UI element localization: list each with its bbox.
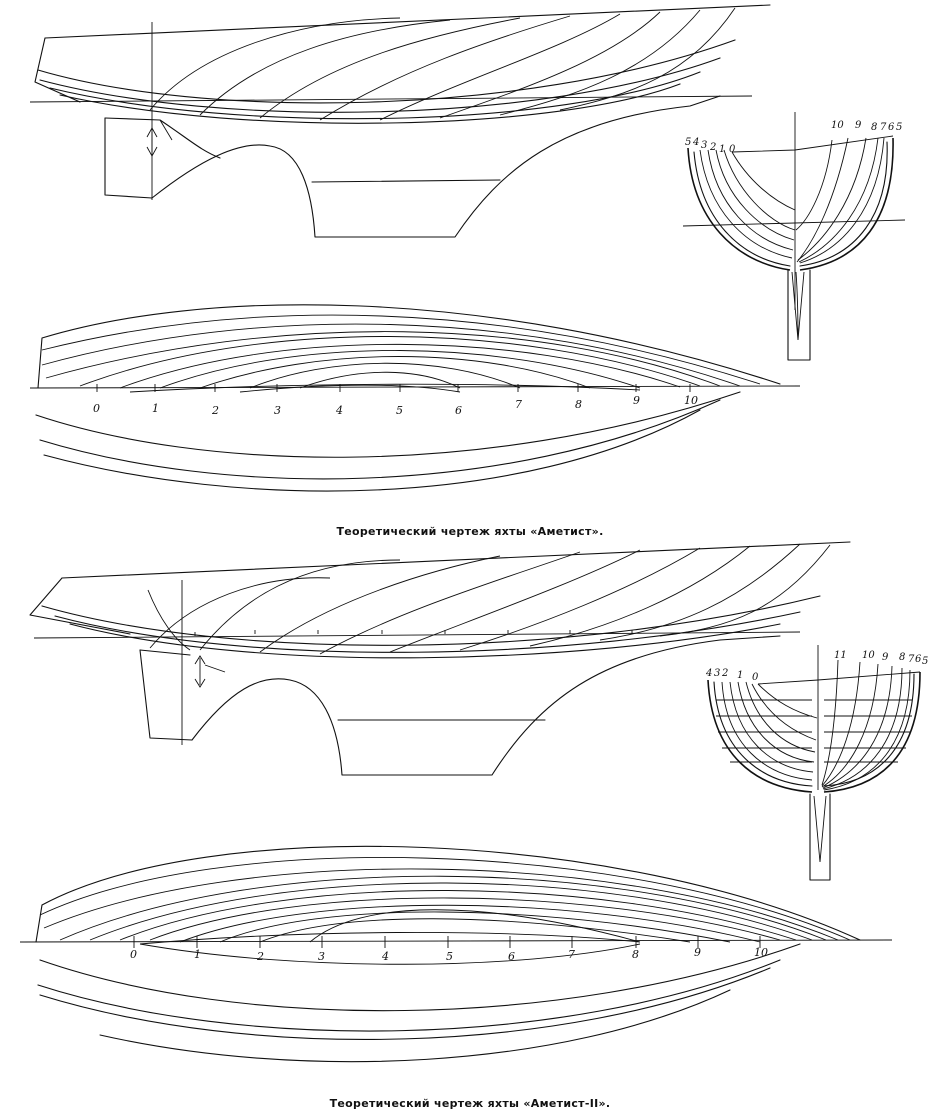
drawing-1: 0 1 2 3 4 5 6 7 8 9 10 5 4 3 2 1 0 10 9 … bbox=[29, 4, 906, 492]
body-label: 10 bbox=[831, 120, 844, 131]
station-label: 7 bbox=[568, 948, 575, 961]
body-label: 0 bbox=[729, 144, 736, 155]
body-label: 6 bbox=[888, 122, 895, 133]
station-label: 4 bbox=[381, 950, 389, 963]
drawing-2-caption: Теоретический чертеж яхты «Аметист-II». bbox=[329, 1097, 611, 1110]
body-label: 9 bbox=[882, 652, 889, 663]
body-label: 9 bbox=[855, 120, 862, 131]
body-label: 10 bbox=[862, 650, 875, 661]
body-label: 5 bbox=[922, 656, 928, 667]
station-label: 2 bbox=[211, 404, 219, 417]
profile-view-2 bbox=[29, 541, 851, 776]
body-label: 3 bbox=[714, 668, 720, 679]
station-label: 6 bbox=[508, 950, 515, 963]
station-label: 2 bbox=[256, 950, 264, 963]
station-label: 9 bbox=[694, 946, 701, 959]
body-label: 8 bbox=[871, 122, 877, 133]
station-label: 7 bbox=[515, 398, 522, 411]
station-label: 5 bbox=[446, 950, 453, 963]
body-label: 0 bbox=[752, 672, 759, 683]
body-label: 1 bbox=[737, 670, 743, 681]
station-labels-1: 0 1 2 3 4 5 6 7 8 9 10 5 4 3 2 1 0 10 9 … bbox=[93, 120, 902, 417]
station-labels-2: 0 1 2 3 4 5 6 7 8 9 10 4 3 2 1 0 11 10 9… bbox=[130, 650, 928, 963]
body-label: 7 bbox=[880, 122, 887, 133]
body-label: 2 bbox=[709, 142, 716, 153]
half-breadth-1 bbox=[29, 304, 801, 492]
station-label: 6 bbox=[455, 404, 462, 417]
body-plan-2 bbox=[707, 645, 921, 881]
body-label: 3 bbox=[701, 140, 707, 151]
half-breadth-2 bbox=[19, 845, 893, 1063]
drawing-1-caption: Теоретический чертеж яхты «Аметист». bbox=[336, 525, 604, 538]
station-label: 0 bbox=[93, 402, 100, 415]
station-label: 10 bbox=[684, 394, 698, 407]
body-label: 11 bbox=[834, 650, 847, 661]
body-label: 8 bbox=[899, 652, 905, 663]
station-label: 9 bbox=[633, 394, 640, 407]
body-label: 1 bbox=[719, 144, 725, 155]
station-label: 4 bbox=[335, 404, 343, 417]
body-label: 4 bbox=[692, 137, 699, 148]
station-label: 0 bbox=[130, 948, 137, 961]
station-label: 5 bbox=[396, 404, 403, 417]
body-label: 6 bbox=[915, 654, 922, 665]
station-label: 8 bbox=[632, 948, 639, 961]
station-label: 8 bbox=[575, 398, 582, 411]
body-label: 4 bbox=[705, 668, 712, 679]
station-label: 3 bbox=[318, 950, 325, 963]
station-label: 3 bbox=[274, 404, 281, 417]
body-plan-1 bbox=[682, 112, 906, 361]
profile-view-1 bbox=[29, 4, 771, 238]
station-label: 1 bbox=[194, 948, 201, 961]
body-label: 7 bbox=[908, 654, 915, 665]
body-label: 2 bbox=[721, 668, 728, 679]
body-label: 5 bbox=[685, 137, 691, 148]
station-label: 10 bbox=[754, 946, 768, 959]
drawing-2: 0 1 2 3 4 5 6 7 8 9 10 4 3 2 1 0 11 10 9… bbox=[19, 541, 928, 1063]
station-label: 1 bbox=[152, 402, 159, 415]
body-label: 5 bbox=[896, 122, 902, 133]
